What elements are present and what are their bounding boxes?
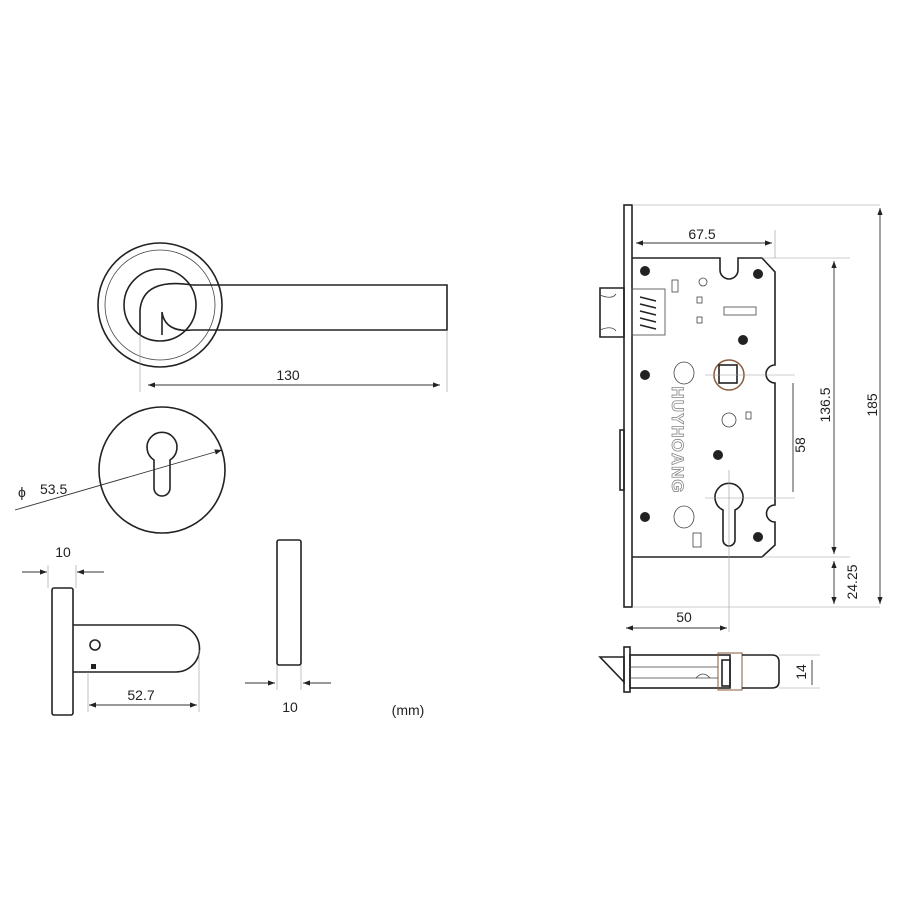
escutcheon-front-view bbox=[98, 406, 226, 534]
mortise-bottom-view: 14 bbox=[598, 646, 820, 693]
body-thickness-label: 14 bbox=[793, 664, 809, 680]
mortise-dimensions: 67.5 136.5 185 58 24.25 50 bbox=[626, 208, 883, 631]
lever-length-dimension: 130 bbox=[148, 367, 440, 388]
diameter-symbol: ϕ bbox=[18, 484, 26, 500]
mortise-lock-body: HUYHOANG bbox=[599, 204, 880, 632]
backset-label: 50 bbox=[676, 609, 692, 625]
body-height-label: 136.5 bbox=[817, 387, 833, 422]
backset-top-label: 67.5 bbox=[688, 226, 715, 242]
unit-label: (mm) bbox=[392, 702, 425, 718]
rose-thickness-edge-label: 10 bbox=[282, 699, 298, 715]
lever-projection-dimension: 52.7 bbox=[89, 687, 197, 708]
rose-thickness-side-dimension: 10 bbox=[22, 544, 104, 575]
lever-length-label: 130 bbox=[276, 367, 300, 383]
rose-diameter-label: 53.5 bbox=[40, 481, 67, 497]
faceplate-height-label: 185 bbox=[864, 393, 880, 417]
rose-edge-view: 10 bbox=[245, 539, 331, 715]
screw-icons bbox=[640, 266, 763, 542]
lever-side-view bbox=[47, 565, 201, 716]
rose-thickness-side-label: 10 bbox=[55, 544, 71, 560]
lever-projection-label: 52.7 bbox=[127, 687, 154, 703]
bottom-offset-label: 24.25 bbox=[844, 564, 860, 599]
brand-logo: HUYHOANG bbox=[668, 386, 687, 493]
rose-diameter-dimension: ϕ 53.5 bbox=[14, 449, 223, 511]
center-distance-label: 58 bbox=[792, 437, 808, 453]
lever-handle-front-view bbox=[97, 242, 448, 392]
